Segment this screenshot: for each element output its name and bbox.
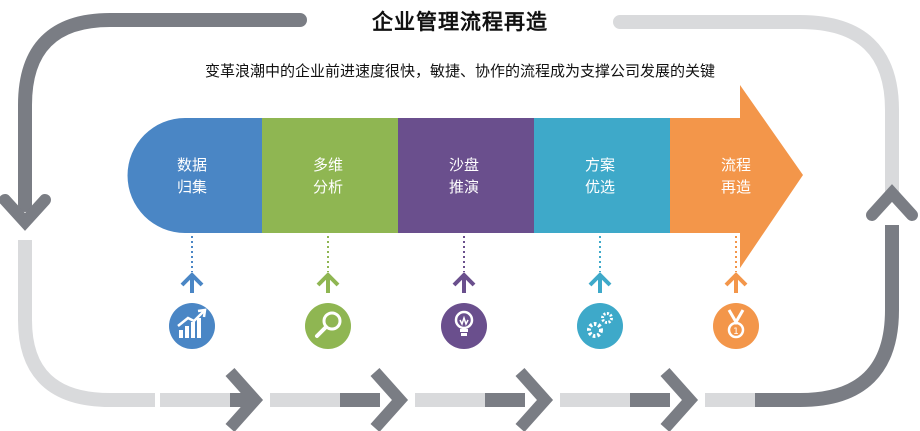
step-band-1 bbox=[127, 118, 262, 233]
page-subtitle: 变革浪潮中的企业前进速度很快，敏捷、协作的流程成为支撑公司发展的关键 bbox=[204, 62, 715, 80]
loop-down-arrow bbox=[0, 194, 51, 231]
step-label-1: 数据 归集 bbox=[176, 156, 207, 196]
loop-arc-top-left bbox=[18, 13, 307, 212]
gears-icon bbox=[577, 303, 623, 349]
lightbulb-icon bbox=[441, 303, 487, 349]
connectors bbox=[180, 236, 748, 293]
step-band-2 bbox=[262, 118, 398, 233]
loop-arc-bottom-right bbox=[750, 225, 899, 407]
step-label-2: 多维 分析 bbox=[312, 156, 343, 196]
step-band-4 bbox=[534, 118, 670, 233]
loop-arc-top-right bbox=[613, 15, 899, 202]
page-title: 企业管理流程再造 bbox=[372, 10, 548, 34]
step-band-5-arrow bbox=[670, 85, 803, 268]
svg-text:1: 1 bbox=[733, 327, 739, 337]
step-label-5: 流程 再造 bbox=[720, 156, 751, 196]
step-band-3 bbox=[398, 118, 534, 233]
step-label-3: 沙盘 推演 bbox=[448, 156, 479, 196]
loop-arc-bottom-left bbox=[18, 240, 155, 407]
loop-up-arrow bbox=[866, 184, 918, 221]
step-label-4: 方案 优选 bbox=[584, 156, 615, 196]
medal-icon: 1 bbox=[713, 303, 759, 349]
magnifier-icon bbox=[305, 303, 351, 349]
growth-chart-icon bbox=[169, 303, 215, 349]
bottom-flow-segments bbox=[160, 368, 755, 431]
